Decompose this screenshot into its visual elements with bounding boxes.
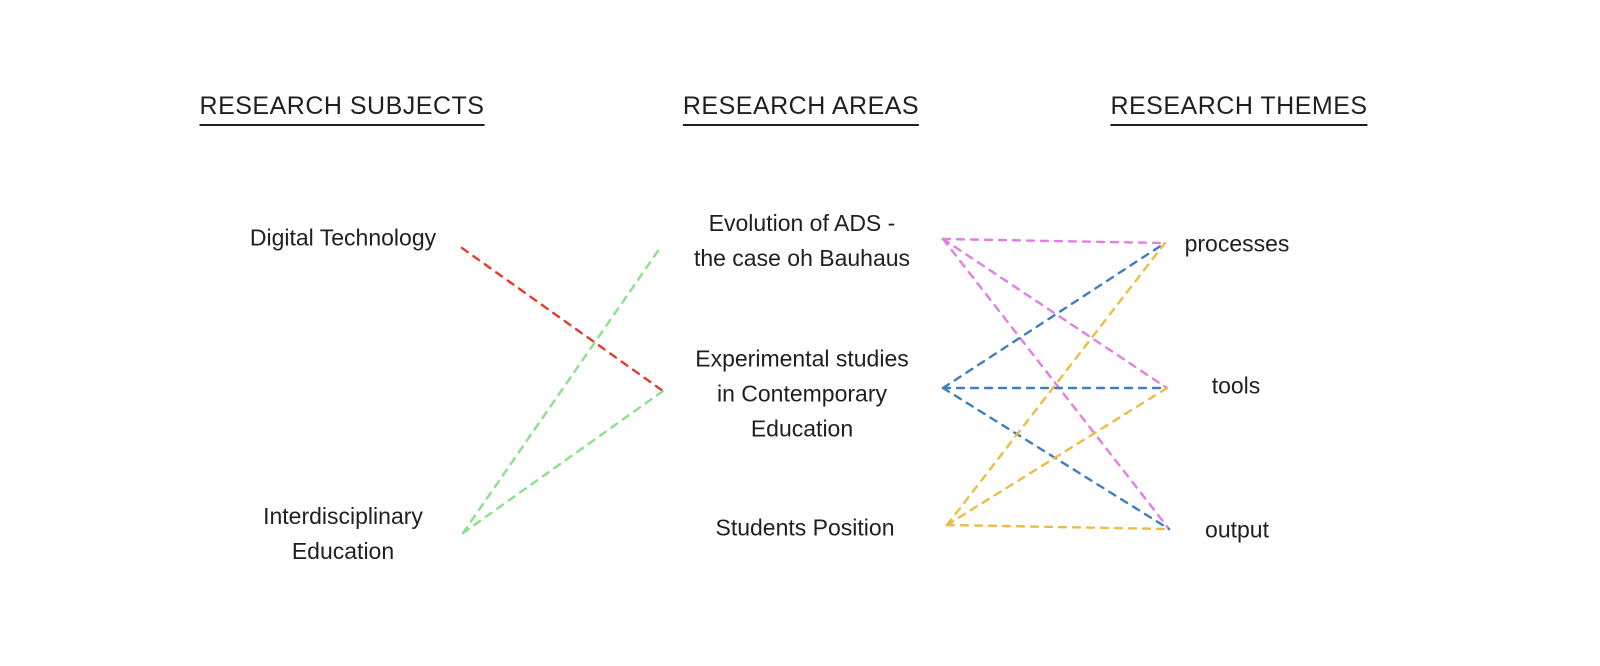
connection-line-yellow: [945, 241, 1167, 527]
connection-line-green: [461, 389, 665, 535]
connection-line-yellow: [945, 386, 1169, 527]
connection-line-blue: [941, 241, 1167, 390]
node-processes: processes: [1184, 230, 1290, 257]
connection-line-green: [461, 246, 662, 535]
column-header-research-themes: RESEARCH THEMES: [1110, 92, 1368, 126]
node-tools: tools: [1211, 372, 1261, 399]
connection-line-pink: [941, 237, 1171, 531]
node-experimental-studies: Experimental studies in Contemporary Edu…: [695, 345, 909, 442]
node-evolution-of-ads: Evolution of ADS - the case oh Bauhaus: [693, 210, 911, 271]
node-interdisciplinary-education: Interdisciplinary Education: [263, 503, 423, 564]
node-digital-technology: Digital Technology: [249, 224, 437, 251]
column-header-research-areas: RESEARCH AREAS: [682, 92, 920, 126]
connection-line-pink: [941, 237, 1169, 390]
connection-line-yellow: [945, 523, 1171, 531]
node-students-position: Students Position: [715, 514, 895, 541]
connection-line-pink: [941, 237, 1167, 245]
node-output: output: [1205, 516, 1269, 543]
column-header-research-subjects: RESEARCH SUBJECTS: [199, 92, 485, 126]
connection-line-red: [460, 246, 665, 393]
